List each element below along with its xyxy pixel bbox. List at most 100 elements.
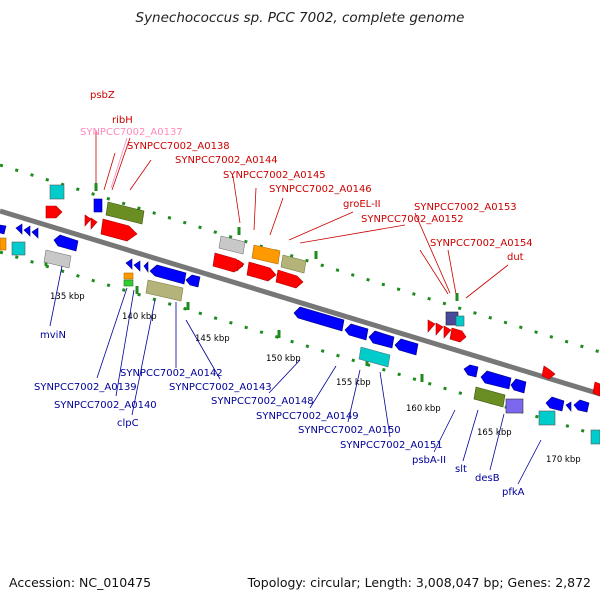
gene-reverse bbox=[149, 264, 187, 285]
cog-box bbox=[145, 279, 184, 302]
cog-box bbox=[93, 198, 103, 213]
cog-box bbox=[473, 386, 506, 408]
cog-box bbox=[251, 244, 281, 265]
label-a0138: SYNPCC7002_A0138 bbox=[127, 141, 230, 152]
genome-backbone bbox=[0, 208, 600, 397]
gene-forward bbox=[246, 261, 277, 282]
gene-reverse bbox=[0, 224, 7, 235]
gene-reverse bbox=[143, 261, 149, 273]
gene-forward bbox=[427, 319, 436, 333]
gene-forward bbox=[592, 381, 600, 397]
label-psbZ: psbZ bbox=[90, 90, 115, 101]
cog-box bbox=[123, 279, 134, 287]
gene-reverse bbox=[15, 223, 23, 235]
label-a0137: SYNPCC7002_A0137 bbox=[80, 127, 183, 138]
forward-genes bbox=[45, 205, 600, 397]
tick-label-160: 160 kbp bbox=[406, 404, 441, 414]
tick-label-135: 135 kbp bbox=[50, 292, 85, 302]
label-a0143: SYNPCC7002_A0143 bbox=[169, 382, 272, 393]
gene-reverse bbox=[125, 258, 133, 270]
label-mviN: mviN bbox=[40, 330, 66, 341]
tick-label-170: 170 kbp bbox=[546, 455, 581, 465]
label-a0148: SYNPCC7002_A0148 bbox=[211, 396, 314, 407]
gene-forward bbox=[275, 269, 304, 289]
gene-reverse bbox=[31, 227, 39, 239]
gene-reverse bbox=[185, 274, 201, 288]
label-a0139: SYNPCC7002_A0139 bbox=[34, 382, 137, 393]
reverse-leader-lines bbox=[49, 265, 542, 485]
reverse-genes bbox=[0, 223, 590, 413]
forward-cog-boxes bbox=[49, 184, 465, 327]
cog-box bbox=[505, 398, 524, 414]
label-a0145: SYNPCC7002_A0145 bbox=[223, 170, 326, 181]
cog-box bbox=[43, 249, 72, 269]
reverse-cog-boxes bbox=[0, 237, 600, 445]
gene-reverse bbox=[463, 364, 479, 378]
label-clpC: clpC bbox=[117, 418, 139, 429]
gene-reverse bbox=[53, 234, 79, 252]
label-a0142: SYNPCC7002_A0142 bbox=[120, 368, 223, 379]
gene-forward bbox=[541, 365, 556, 380]
label-psbA-II: psbA-II bbox=[412, 455, 446, 466]
cog-box bbox=[105, 201, 145, 225]
gene-reverse bbox=[133, 260, 141, 272]
gene-forward bbox=[84, 214, 92, 227]
label-a0153: SYNPCC7002_A0153 bbox=[414, 202, 517, 213]
label-ribH: ribH bbox=[112, 115, 133, 126]
gene-forward bbox=[236, 259, 245, 272]
pseudo-leader-line bbox=[110, 137, 128, 189]
cog-box bbox=[0, 237, 7, 251]
gene-reverse bbox=[368, 330, 395, 349]
label-dut: dut bbox=[507, 252, 524, 263]
gene-reverse bbox=[545, 396, 565, 412]
cog-box bbox=[455, 315, 465, 327]
gene-reverse bbox=[573, 399, 590, 413]
gene-reverse bbox=[510, 378, 527, 394]
label-a0144: SYNPCC7002_A0144 bbox=[175, 155, 278, 166]
tick-label-145: 145 kbp bbox=[195, 334, 230, 344]
label-a0151: SYNPCC7002_A0151 bbox=[340, 440, 443, 451]
cog-box bbox=[590, 429, 600, 445]
label-a0140: SYNPCC7002_A0140 bbox=[54, 400, 157, 411]
gene-forward bbox=[449, 327, 467, 343]
cog-box bbox=[11, 241, 26, 256]
gene-forward bbox=[435, 322, 444, 336]
accession-text: Accession: NC_010475 bbox=[9, 575, 152, 590]
forward-leader-lines bbox=[95, 130, 509, 299]
gene-forward bbox=[443, 325, 452, 339]
gene-reverse bbox=[565, 401, 572, 412]
gene-forward bbox=[90, 217, 98, 230]
tick-label-150: 150 kbp bbox=[266, 354, 301, 364]
cog-box bbox=[49, 184, 65, 200]
cog-box bbox=[280, 254, 307, 274]
gene-reverse bbox=[23, 225, 31, 237]
outer-tick-marks bbox=[94, 183, 459, 301]
tick-label-140: 140 kbp bbox=[122, 312, 157, 322]
gene-reverse bbox=[480, 370, 512, 390]
label-desB: desB bbox=[475, 473, 500, 484]
label-a0154: SYNPCC7002_A0154 bbox=[430, 238, 533, 249]
map-title: Synechococcus sp. PCC 7002, complete gen… bbox=[135, 10, 465, 26]
forward-labels: psbZ ribH SYNPCC7002_A0137 SYNPCC7002_A0… bbox=[80, 90, 533, 263]
gene-forward bbox=[100, 218, 138, 242]
tick-label-155: 155 kbp bbox=[336, 378, 371, 388]
cog-box bbox=[358, 346, 391, 368]
genome-summary-text: Topology: circular; Length: 3,008,047 bp… bbox=[247, 575, 591, 590]
gene-reverse bbox=[394, 338, 419, 356]
label-a0146: SYNPCC7002_A0146 bbox=[269, 184, 372, 195]
label-pfkA: pfkA bbox=[502, 487, 525, 498]
label-groEL-II: groEL-II bbox=[343, 199, 381, 210]
reverse-labels: mviN SYNPCC7002_A0139 SYNPCC7002_A0140 c… bbox=[34, 330, 525, 498]
gene-reverse bbox=[344, 323, 369, 341]
label-a0149: SYNPCC7002_A0149 bbox=[256, 411, 359, 422]
label-slt: slt bbox=[455, 464, 467, 475]
cog-box bbox=[218, 235, 246, 255]
gene-forward bbox=[45, 205, 63, 219]
cog-box bbox=[538, 410, 556, 426]
tick-label-165: 165 kbp bbox=[477, 428, 512, 438]
label-a0150: SYNPCC7002_A0150 bbox=[298, 425, 401, 436]
cog-box bbox=[123, 272, 134, 280]
label-a0152: SYNPCC7002_A0152 bbox=[361, 214, 464, 225]
gene-reverse bbox=[293, 306, 345, 332]
